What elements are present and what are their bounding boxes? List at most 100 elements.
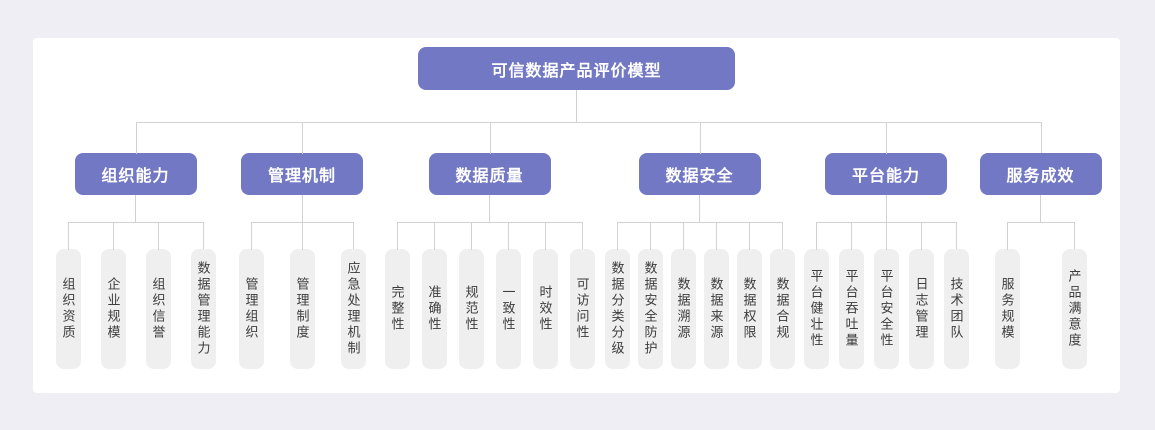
children-row: 服务规模 产品满意度 <box>974 222 1108 369</box>
group-data-security: 数据安全 数据分类分级 数据安全防护 数据溯源 数据来源 <box>600 122 799 369</box>
category-node: 数据质量 <box>428 153 551 195</box>
leaf-node: 数据分类分级 <box>604 249 630 369</box>
diagram-card: 可信数据产品评价模型 组织能力 组织资质 企业规模 组织信誉 <box>33 38 1120 393</box>
leaf-node: 管理组织 <box>238 249 264 369</box>
leaf-label: 完整性 <box>389 285 405 333</box>
leaf-node: 产品满意度 <box>1061 249 1087 369</box>
leaf-wrap: 完整性 <box>379 222 416 369</box>
leaf-wrap: 技术团队 <box>938 222 974 369</box>
leaf-label: 规范性 <box>463 285 479 333</box>
group-service-effectiveness: 服务成效 服务规模 产品满意度 <box>973 122 1108 369</box>
leaf-label: 管理组织 <box>243 277 259 341</box>
leaf-wrap: 数据权限 <box>732 222 766 369</box>
group-platform-capability: 平台能力 平台健壮性 平台吞吐量 平台安全性 日志管理 <box>798 122 974 369</box>
leaf-label: 管理制度 <box>294 277 310 341</box>
leaf-wrap: 应急处理机制 <box>327 222 379 369</box>
leaf-label: 数据安全防护 <box>642 261 658 357</box>
category-node: 数据安全 <box>638 153 761 195</box>
category-node: 平台能力 <box>825 153 947 195</box>
children-row: 完整性 准确性 规范性 一致性 时效性 可访问性 <box>379 222 601 369</box>
category-label: 数据安全 <box>665 168 734 185</box>
category-node: 管理机制 <box>241 153 363 195</box>
leaf-wrap: 管理制度 <box>276 222 328 369</box>
groups-row: 组织能力 组织资质 企业规模 组织信誉 数据管理能力 <box>46 122 1108 369</box>
leaf-label: 数据权限 <box>741 277 757 341</box>
leaf-wrap: 组织资质 <box>46 222 91 369</box>
leaf-wrap: 可访问性 <box>563 222 601 369</box>
leaf-label: 一致性 <box>500 285 516 333</box>
leaf-label: 组织资质 <box>60 277 76 341</box>
root-connector-stub <box>576 90 577 122</box>
leaf-wrap: 准确性 <box>415 222 453 369</box>
category-connector-stub <box>699 195 700 222</box>
leaf-node: 数据安全防护 <box>637 249 663 369</box>
category-connector-stub <box>489 195 490 222</box>
leaf-wrap: 数据合规 <box>765 222 799 369</box>
leaf-wrap: 数据管理能力 <box>180 222 226 369</box>
category-connector-stub <box>885 195 887 222</box>
children-row: 平台健壮性 平台吞吐量 平台安全性 日志管理 技术团队 <box>799 222 974 369</box>
leaf-node: 管理制度 <box>289 249 315 369</box>
leaf-wrap: 数据溯源 <box>666 222 700 369</box>
category-label: 平台能力 <box>851 168 920 185</box>
leaf-wrap: 组织信誉 <box>135 222 181 369</box>
leaf-node: 平台安全性 <box>873 249 899 369</box>
children-row: 管理组织 管理制度 应急处理机制 <box>226 222 379 369</box>
category-label: 服务成效 <box>1006 168 1075 185</box>
leaf-label: 数据管理能力 <box>195 261 211 357</box>
leaf-node: 企业规模 <box>100 249 126 369</box>
leaf-wrap: 一致性 <box>489 222 527 369</box>
leaf-label: 数据分类分级 <box>609 261 625 357</box>
leaf-wrap: 服务规模 <box>974 222 1041 369</box>
leaf-wrap: 管理组织 <box>226 222 277 369</box>
leaf-node: 数据来源 <box>703 249 729 369</box>
root-node-label: 可信数据产品评价模型 <box>491 62 662 80</box>
group-management-mechanism: 管理机制 管理组织 管理制度 应急处理机制 <box>225 122 379 369</box>
category-label: 数据质量 <box>455 168 524 185</box>
leaf-node: 技术团队 <box>943 249 969 369</box>
leaf-node: 日志管理 <box>908 249 934 369</box>
leaf-node: 组织信誉 <box>145 249 171 369</box>
leaf-node: 完整性 <box>384 249 410 369</box>
leaf-wrap: 数据分类分级 <box>601 222 634 369</box>
leaf-wrap: 平台健壮性 <box>799 222 834 369</box>
leaf-label: 可访问性 <box>574 277 590 341</box>
category-node: 组织能力 <box>74 153 197 195</box>
leaf-label: 平台健壮性 <box>808 269 824 349</box>
category-label: 管理机制 <box>267 168 336 185</box>
leaf-wrap: 平台吞吐量 <box>833 222 869 369</box>
leaf-node: 平台健壮性 <box>803 249 829 369</box>
leaf-label: 数据来源 <box>708 277 724 341</box>
leaf-node: 规范性 <box>458 249 484 369</box>
leaf-label: 产品满意度 <box>1066 269 1082 349</box>
leaf-label: 数据合规 <box>774 277 790 341</box>
leaf-wrap: 数据安全防护 <box>633 222 667 369</box>
category-label: 组织能力 <box>101 168 170 185</box>
children-row: 数据分类分级 数据安全防护 数据溯源 数据来源 数据权限 数 <box>601 222 799 369</box>
category-connector-stub <box>1040 195 1041 222</box>
children-row: 组织资质 企业规模 组织信誉 数据管理能力 <box>46 222 226 369</box>
leaf-label: 平台吞吐量 <box>843 269 859 349</box>
leaf-node: 可访问性 <box>569 249 595 369</box>
leaf-label: 服务规模 <box>999 277 1015 341</box>
evaluation-model-tree: 可信数据产品评价模型 组织能力 组织资质 企业规模 组织信誉 <box>33 38 1120 393</box>
leaf-node: 数据合规 <box>769 249 795 369</box>
root-node: 可信数据产品评价模型 <box>418 47 735 90</box>
leaf-node: 组织资质 <box>55 249 81 369</box>
leaf-wrap: 数据来源 <box>699 222 733 369</box>
leaf-label: 数据溯源 <box>675 277 691 341</box>
leaf-node: 数据溯源 <box>670 249 696 369</box>
leaf-wrap: 平台安全性 <box>868 222 904 369</box>
leaf-wrap: 规范性 <box>452 222 490 369</box>
leaf-wrap: 产品满意度 <box>1040 222 1108 369</box>
group-data-quality: 数据质量 完整性 准确性 规范性 一致性 <box>378 122 601 369</box>
leaf-label: 平台安全性 <box>878 269 894 349</box>
leaf-node: 服务规模 <box>994 249 1020 369</box>
category-node: 服务成效 <box>979 153 1102 195</box>
leaf-label: 组织信誉 <box>150 277 166 341</box>
leaf-node: 一致性 <box>495 249 521 369</box>
leaf-label: 时效性 <box>537 285 553 333</box>
leaf-wrap: 企业规模 <box>90 222 136 369</box>
leaf-node: 数据管理能力 <box>190 249 216 369</box>
